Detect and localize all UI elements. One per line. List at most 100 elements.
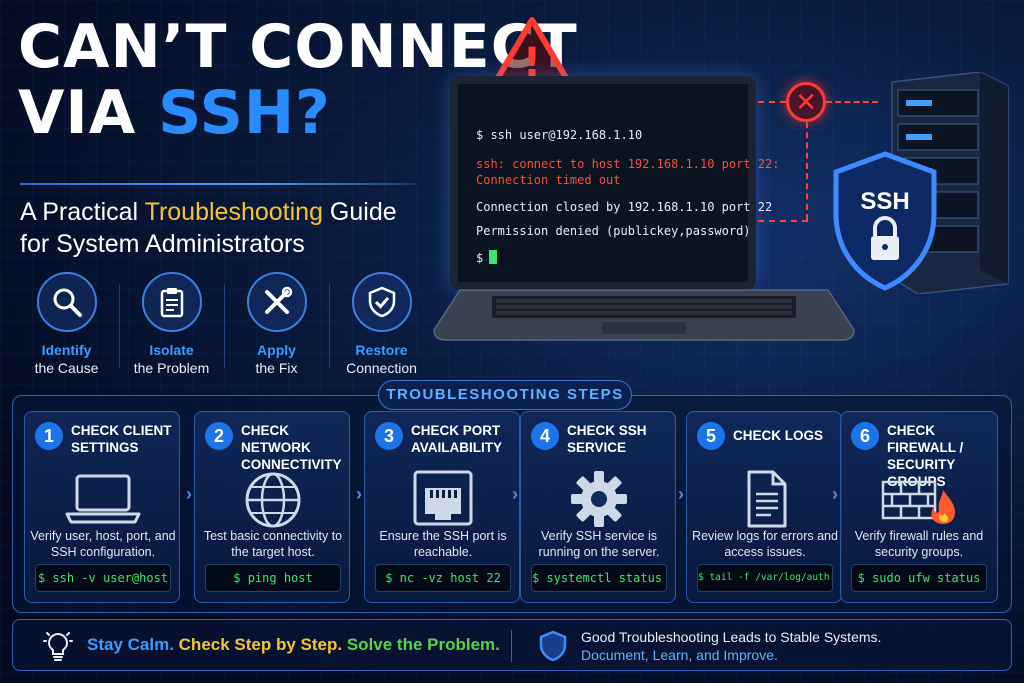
terminal-prompt: $	[476, 250, 779, 265]
step-number: 2	[205, 422, 233, 450]
step-description: Ensure the SSH port is reachable.	[379, 529, 507, 559]
step-command: $ ssh -v user@host	[35, 564, 171, 592]
shield-check-icon	[351, 272, 412, 332]
clipboard-icon	[141, 272, 202, 332]
document-icon	[725, 468, 805, 530]
feature-identify: Identify the Cause	[14, 272, 119, 382]
chevron-right-icon: ›	[186, 484, 192, 504]
step-card-6: 6 CHECK FIREWALL / SECURITY GROUPS Verif…	[840, 411, 998, 603]
terminal-denied-line: Permission denied (publickey,password)	[476, 224, 751, 238]
ssh-shield-icon: SSH	[830, 150, 940, 292]
connection-line-left	[758, 101, 786, 103]
step-command: $ ping host	[205, 564, 341, 592]
laptop-screen: $ ssh user@192.168.1.10 ssh: connect to …	[450, 76, 779, 290]
feature-sublabel: the Problem	[133, 360, 210, 376]
title-divider	[20, 183, 416, 185]
subtitle-line-1: A Practical Troubleshooting Guide	[20, 196, 397, 228]
firewall-icon	[879, 468, 959, 530]
subtitle-pre: A Practical	[20, 198, 145, 226]
page-title: CAN’T CONNECT VIA SSH?	[18, 14, 578, 146]
terminal-error-line-2: Connection timed out	[476, 173, 621, 187]
footer-message: Good Troubleshooting Leads to Stable Sys…	[581, 628, 881, 664]
step-header: 4 CHECK SSH SERVICE	[531, 422, 679, 456]
feature-sublabel: the Fix	[255, 360, 298, 376]
ssh-shield-label: SSH	[860, 188, 910, 215]
slogan-part-2: Check Step by Step.	[178, 635, 347, 654]
step-header: 2 CHECK NETWORK CONNECTIVITY	[205, 422, 353, 473]
terminal-output: $ ssh user@192.168.1.10 ssh: connect to …	[476, 128, 779, 265]
step-title: CHECK FIREWALL / SECURITY GROUPS	[887, 423, 964, 489]
feature-label: Apply	[257, 342, 296, 358]
title-line-1: CAN’T CONNECT	[18, 12, 578, 82]
step-command: $ systemctl status sshd	[531, 564, 667, 592]
feature-apply: Apply the Fix	[224, 272, 329, 382]
step-title: CHECK NETWORK CONNECTIVITY	[241, 423, 342, 472]
slogan-part-1: Stay Calm.	[87, 635, 179, 654]
warning-mark: !	[523, 40, 541, 86]
tools-icon	[246, 272, 307, 332]
step-card-2: 2 CHECK NETWORK CONNECTIVITY Test basic …	[194, 411, 350, 603]
steps-title: TROUBLESHOOTING STEPS	[378, 380, 632, 410]
ethernet-port-icon	[403, 468, 483, 530]
title-accent: SSH?	[158, 78, 331, 148]
step-number: 1	[35, 422, 63, 450]
subtitle-post: Guide	[322, 198, 397, 226]
feature-isolate: Isolate the Problem	[119, 272, 224, 382]
footer-divider	[511, 630, 512, 662]
step-card-3: 3 CHECK PORT AVAILABILITY Ensure the SSH…	[364, 411, 520, 603]
footer-message-line-2: Document, Learn, and Improve.	[581, 647, 778, 663]
chevron-right-icon: ›	[512, 484, 518, 504]
subtitle-line-2: for System Administrators	[20, 230, 305, 258]
step-description: Review logs for errors and access issues…	[692, 529, 838, 559]
chevron-right-icon: ›	[678, 484, 684, 504]
step-number: 3	[375, 422, 403, 450]
subtitle-accent: Troubleshooting	[144, 198, 323, 226]
step-card-5: 5 CHECK LOGS Review logs for errors and …	[686, 411, 842, 603]
footer-banner: Stay Calm. Check Step by Step. Solve the…	[12, 619, 1012, 671]
step-description: Test basic connectivity to the target ho…	[203, 529, 343, 559]
feature-restore: Restore Connection	[329, 272, 434, 382]
step-number: 4	[531, 422, 559, 450]
step-header: 6 CHECK FIREWALL / SECURITY GROUPS	[851, 422, 1003, 490]
globe-icon	[233, 468, 313, 530]
shield-icon	[539, 630, 567, 667]
step-card-4: 4 CHECK SSH SERVICE Verify SSH service i…	[520, 411, 676, 603]
step-description: Verify SSH service is running on the ser…	[538, 529, 660, 559]
magnifier-icon	[36, 272, 97, 332]
step-command: $ tail -f /var/log/auth.log	[697, 564, 833, 592]
chevron-right-icon: ›	[832, 484, 838, 504]
step-header: 1 CHECK CLIENT SETTINGS	[35, 422, 183, 456]
feature-sublabel: the Cause	[34, 360, 99, 376]
title-line-2: VIA SSH?	[18, 80, 578, 146]
title-line-2-text: VIA	[18, 78, 159, 148]
step-card-1: 1 CHECK CLIENT SETTINGS Verify user, hos…	[24, 411, 180, 603]
subtitle: A Practical Troubleshooting Guide for Sy…	[20, 196, 397, 260]
chevron-right-icon: ›	[356, 484, 362, 504]
step-header: 3 CHECK PORT AVAILABILITY	[375, 422, 523, 456]
error-icon: ✕	[786, 82, 826, 122]
footer-slogan: Stay Calm. Check Step by Step. Solve the…	[87, 635, 500, 655]
feature-label: Restore	[355, 342, 408, 358]
step-header: 5 CHECK LOGS	[697, 422, 845, 450]
step-title: CHECK LOGS	[733, 428, 824, 443]
step-number: 6	[851, 422, 879, 450]
laptop-icon	[63, 468, 143, 530]
step-title: CHECK PORT AVAILABILITY	[411, 423, 502, 455]
step-number: 5	[697, 422, 725, 450]
connection-line-bottom	[758, 220, 808, 222]
feature-row: Identify the Cause Isolate the Problem A…	[14, 272, 434, 382]
laptop-keyboard-base	[432, 288, 856, 344]
lightbulb-icon	[43, 630, 73, 667]
terminal-prompt-symbol: $	[476, 251, 484, 265]
terminal-closed-line: Connection closed by 192.168.1.10 port 2…	[476, 200, 773, 214]
feature-label: Identify	[41, 342, 92, 358]
step-title: CHECK CLIENT SETTINGS	[71, 423, 172, 455]
step-command: $ nc -vz host 22	[375, 564, 511, 592]
terminal-error-line-1: ssh: connect to host 192.168.1.10 port 2…	[476, 157, 780, 171]
gear-icon	[559, 468, 639, 530]
feature-sublabel: Connection	[346, 360, 417, 376]
connection-line-down	[806, 122, 808, 220]
step-title: CHECK SSH SERVICE	[567, 423, 647, 455]
step-command: $ sudo ufw status	[851, 564, 987, 592]
feature-label: Isolate	[149, 342, 194, 358]
